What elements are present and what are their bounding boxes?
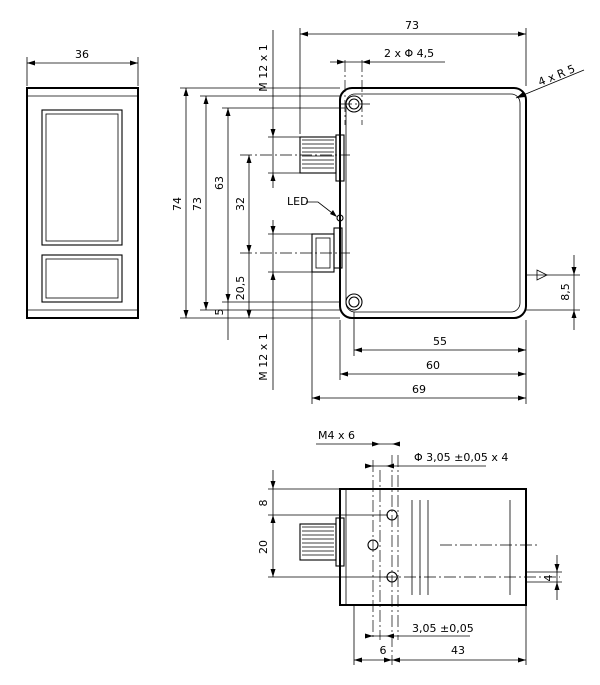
dim63-label: 63 bbox=[213, 176, 226, 190]
m4-arrows bbox=[372, 441, 400, 447]
front-window-lower bbox=[41, 254, 123, 303]
dim32-label: 32 bbox=[234, 197, 247, 211]
side-view: M 12 x 1 M 12 x 1 LED 73 2 x Φ 4,5 4 x R… bbox=[171, 19, 585, 404]
dim74-label: 74 bbox=[171, 197, 184, 211]
m12-upper-label: M 12 x 1 bbox=[257, 44, 270, 92]
connector-upper-knurl bbox=[302, 139, 334, 169]
bottom-housing-outline bbox=[339, 488, 527, 606]
m4-label: M4 x 6 bbox=[318, 429, 355, 442]
mount-hole-bottom bbox=[345, 293, 363, 311]
dim73-left-label: 73 bbox=[191, 197, 204, 211]
dim73-top-label: 73 bbox=[405, 19, 419, 32]
dim20-label: 20 bbox=[257, 540, 270, 554]
dim8-label: 8 bbox=[257, 500, 270, 507]
dim6-label: 6 bbox=[380, 644, 387, 657]
radius-leader bbox=[515, 69, 585, 99]
dim55-label: 55 bbox=[433, 335, 447, 348]
front-window-upper bbox=[41, 109, 123, 246]
led-leader-arrow bbox=[330, 210, 337, 217]
side-housing-inner bbox=[345, 93, 521, 313]
datum-triangle bbox=[536, 269, 548, 281]
bottom-connector-knurl bbox=[302, 526, 334, 556]
radius-label: 4 x R 5 bbox=[536, 62, 577, 89]
front-window-lower-inner bbox=[45, 258, 119, 299]
side-housing-outline bbox=[339, 87, 527, 319]
tol-label: 3,05 ±0,05 bbox=[412, 622, 474, 635]
led-label: LED bbox=[287, 195, 309, 208]
holes-dim-arrows bbox=[337, 59, 370, 65]
dim20-5-label: 20,5 bbox=[234, 276, 247, 301]
holes4-label: Φ 3,05 ±0,05 x 4 bbox=[414, 451, 508, 464]
bottom-view: M4 x 6 Φ 3,05 ±0,05 x 4 8 20 4 3,05 ±0,0… bbox=[257, 429, 562, 665]
dim69-label: 69 bbox=[412, 383, 426, 396]
led-indicator bbox=[336, 214, 344, 222]
holes-label: 2 x Φ 4,5 bbox=[384, 47, 434, 60]
front-housing-outline bbox=[26, 87, 139, 319]
dim5-label: 5 bbox=[213, 309, 226, 316]
dim4-arrows bbox=[554, 564, 560, 590]
dim6-43-arrows bbox=[354, 657, 526, 663]
dim20-5-arrow bbox=[246, 310, 252, 318]
dim4-label: 4 bbox=[542, 575, 555, 582]
tol-arrows bbox=[365, 633, 394, 639]
bottom-connector-body bbox=[299, 523, 337, 561]
front-window-upper-inner bbox=[45, 113, 119, 242]
front-view: 36 bbox=[26, 48, 139, 319]
led-leader bbox=[306, 201, 337, 217]
m12-lower-label: M 12 x 1 bbox=[257, 333, 270, 381]
dim43-label: 43 bbox=[451, 644, 465, 657]
holes4-arrows bbox=[365, 463, 394, 469]
radius-arrow bbox=[516, 92, 525, 98]
dim60-label: 60 bbox=[426, 359, 440, 372]
dim-36-label: 36 bbox=[75, 48, 89, 61]
mount-hole-bottom-inner bbox=[348, 296, 360, 308]
dim8-5-label: 8,5 bbox=[559, 283, 572, 301]
